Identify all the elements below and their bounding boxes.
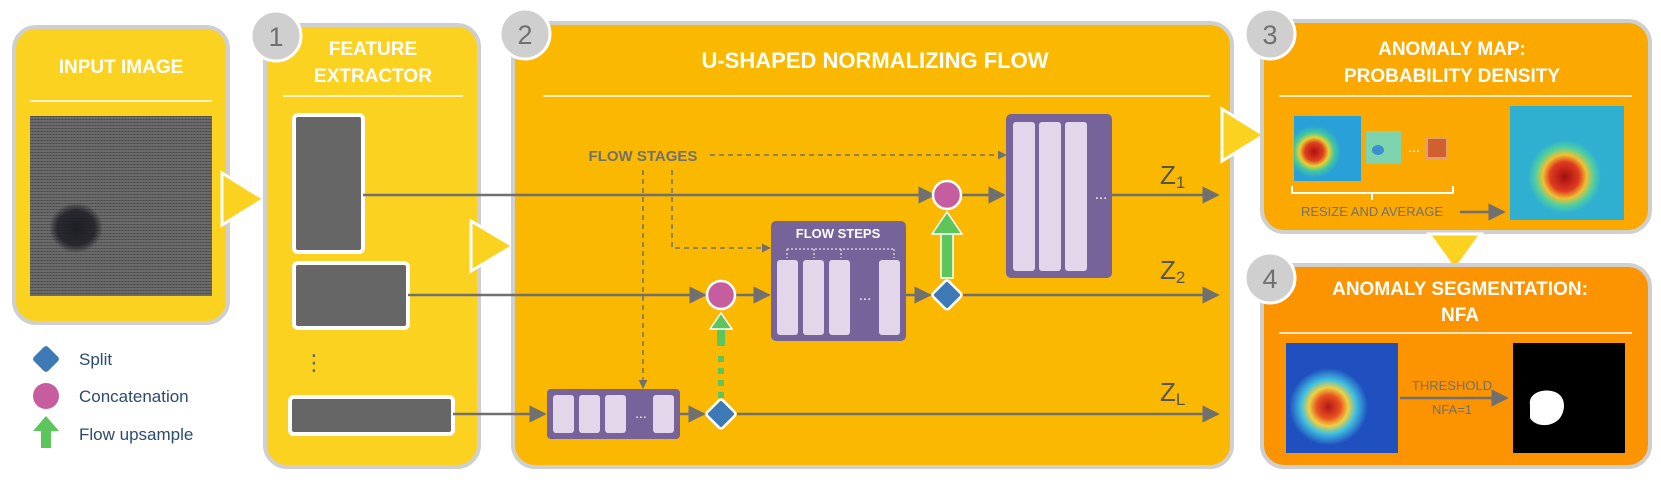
legend-split-icon xyxy=(33,346,59,372)
step-number-2: 2 xyxy=(517,20,532,50)
flow-step-cell xyxy=(803,260,824,335)
anomaly-map-title-line1: ANOMALY MAP: xyxy=(1378,39,1526,60)
flow-steps-ellipsis: ... xyxy=(859,287,872,304)
flow-stage-L-step xyxy=(579,395,600,433)
input-fabric-image xyxy=(30,116,212,296)
step-badge-2 xyxy=(498,7,552,61)
flow-stage-1-step xyxy=(1065,122,1087,271)
flow-step-cell xyxy=(879,260,900,335)
segmentation-title-line1: ANOMALY SEGMENTATION: xyxy=(1332,279,1588,300)
flow-stages-label: FLOW STAGES xyxy=(589,148,698,165)
input-image-title: INPUT IMAGE xyxy=(59,57,184,78)
legend: Split Concatenation Flow upsample xyxy=(33,346,193,448)
concat-node-level-1 xyxy=(931,179,963,211)
legend-concatenation-icon xyxy=(33,383,59,409)
legend-split-label: Split xyxy=(79,350,112,369)
density-map-level-2-spot xyxy=(1372,145,1384,155)
averaged-density-map xyxy=(1510,106,1624,220)
step-badge-3 xyxy=(1243,7,1297,61)
step-badge-4 xyxy=(1243,251,1297,305)
flow-stage-L-step xyxy=(653,395,674,433)
arrow-flow-to-anomaly-map xyxy=(1220,106,1267,164)
feature-map-level-2 xyxy=(292,261,410,330)
flow-steps-label: FLOW STEPS xyxy=(796,226,881,241)
binary-segmentation-mask xyxy=(1513,343,1625,453)
flow-step-cell xyxy=(829,260,850,335)
anomaly-map-panel: 3 ANOMALY MAP: PROBABILITY DENSITY ... R… xyxy=(1243,7,1652,234)
segmentation-panel: 4 ANOMALY SEGMENTATION: NFA THRESHOLD NF… xyxy=(1243,251,1652,469)
output-zL: ZL xyxy=(1160,377,1185,409)
step-number-3: 3 xyxy=(1262,20,1277,50)
flow-stage-L-ellipsis: ... xyxy=(635,405,647,421)
flow-panel-title: U-SHAPED NORMALIZING FLOW xyxy=(701,48,1048,73)
flow-stage-L-step xyxy=(605,395,626,433)
density-map-level-L xyxy=(1426,137,1448,159)
step-badge-1 xyxy=(249,9,303,63)
density-maps-ellipsis: ... xyxy=(1408,139,1421,156)
density-map-level-2 xyxy=(1366,131,1401,164)
step-number-4: 4 xyxy=(1262,264,1277,294)
anomaly-map-title-line2: PROBABILITY DENSITY xyxy=(1344,66,1560,87)
flow-stage-L-step xyxy=(553,395,574,433)
concat-node-level-2 xyxy=(705,279,737,311)
legend-upsample-icon-shaft xyxy=(41,428,51,448)
feature-map-level-L xyxy=(288,395,455,436)
flow-stage-1-step xyxy=(1013,122,1035,271)
normalizing-flow-panel: 2 U-SHAPED NORMALIZING FLOW FLOW STAGES … xyxy=(363,7,1234,469)
feature-map-level-1 xyxy=(292,113,365,254)
input-image-panel: INPUT IMAGE xyxy=(12,25,230,325)
flow-upsample-arrow-2-head xyxy=(930,210,964,235)
resize-bracket xyxy=(1291,186,1454,200)
arrow-input-to-features xyxy=(220,170,267,228)
flow-stage-1-ellipsis: ... xyxy=(1095,186,1108,203)
output-z1: Z1 xyxy=(1160,160,1185,192)
flow-step-cell xyxy=(777,260,798,335)
density-map-level-1 xyxy=(1294,116,1361,181)
output-z2: Z2 xyxy=(1160,255,1185,287)
threshold-label-line2: NFA=1 xyxy=(1432,402,1472,417)
flow-stage-1-step xyxy=(1039,122,1061,271)
flow-upsample-arrow-L-head xyxy=(708,311,734,330)
feature-ellipsis: ⋮ xyxy=(303,350,325,375)
nfa-heatmap xyxy=(1286,343,1398,453)
feature-extractor-panel: 1 FEATURE EXTRACTOR ⋮ xyxy=(249,9,481,469)
segmentation-title-line2: NFA xyxy=(1441,305,1479,326)
feature-extractor-title-line2: EXTRACTOR xyxy=(314,66,432,87)
flow-steps-tick xyxy=(786,249,895,258)
threshold-label-line1: THRESHOLD xyxy=(1412,378,1492,393)
legend-concatenation-label: Concatenation xyxy=(79,387,189,406)
resize-average-label: RESIZE AND AVERAGE xyxy=(1301,204,1443,219)
input-defect-spot xyxy=(49,203,103,253)
feature-extractor-title-line1: FEATURE xyxy=(329,39,417,60)
segmentation-mask-blob xyxy=(1529,390,1565,426)
legend-upsample-label: Flow upsample xyxy=(79,425,193,444)
arrow-features-to-flow xyxy=(469,218,516,274)
split-node-level-2 xyxy=(931,279,963,311)
arrow-map-to-segmentation xyxy=(1426,232,1484,273)
legend-upsample-icon-head xyxy=(33,416,59,431)
split-node-level-L xyxy=(705,398,737,430)
flow-upsample-arrow-2 xyxy=(940,231,954,279)
step-number-1: 1 xyxy=(268,22,283,52)
